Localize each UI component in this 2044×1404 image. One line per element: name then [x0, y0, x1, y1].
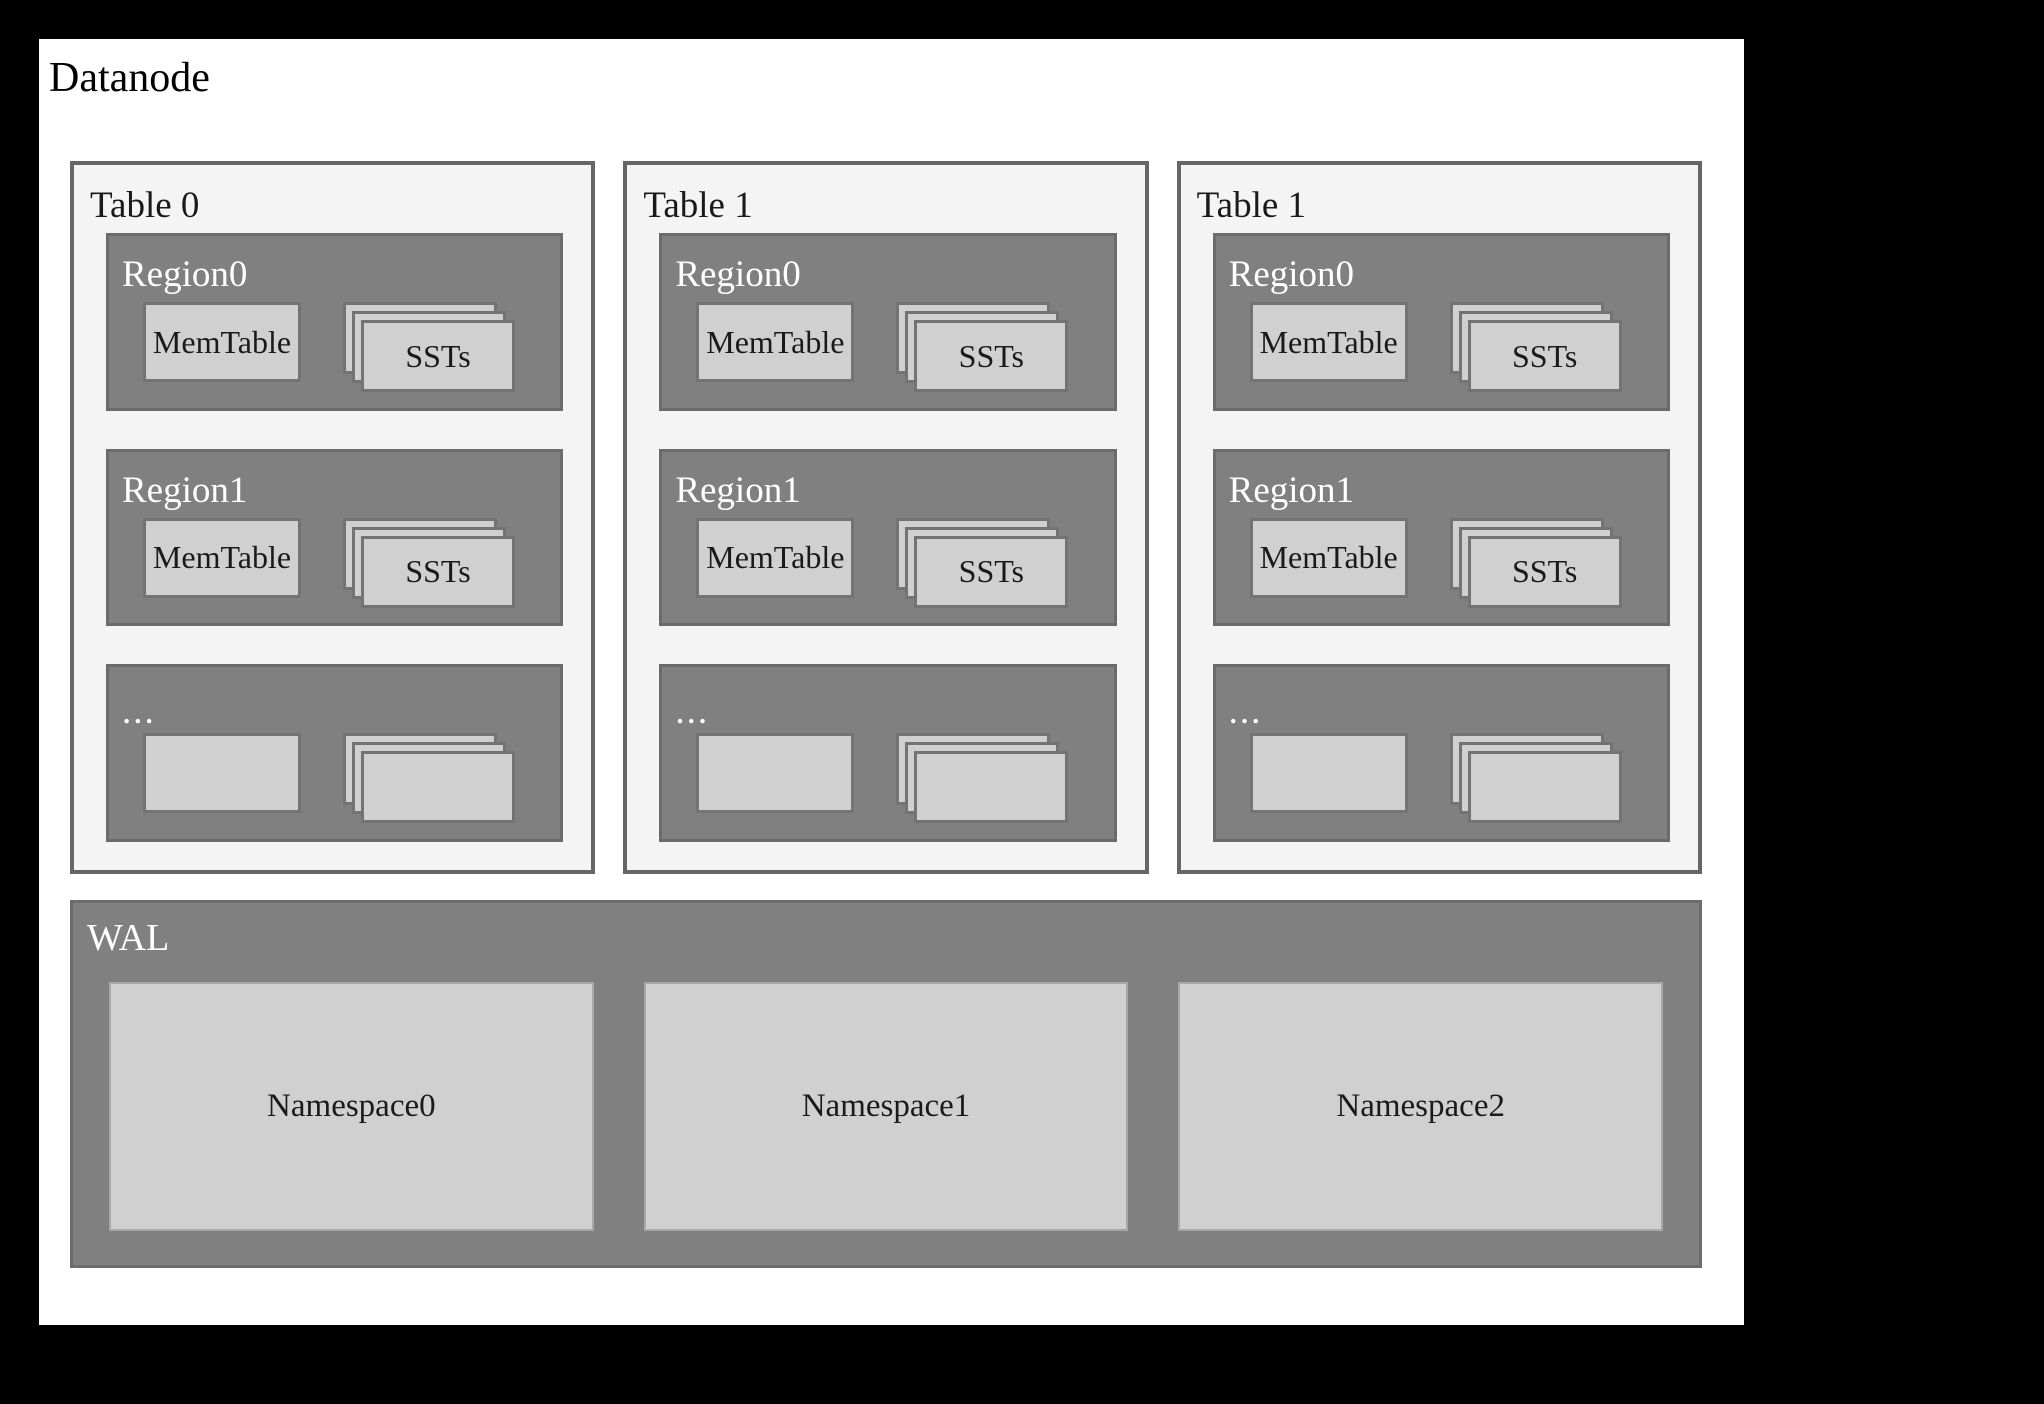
ssts-stack[interactable] — [1449, 733, 1622, 829]
region-label: Region1 — [122, 469, 248, 511]
memtable-box[interactable] — [696, 733, 855, 814]
memtable-box[interactable]: MemTable — [1249, 517, 1408, 598]
table-label: Table 1 — [1196, 185, 1307, 226]
table-container-2[interactable]: Table 1 Region0 MemTable SSTs Region1 — [1176, 161, 1702, 874]
region-container-0[interactable]: Region0 MemTable SSTs — [659, 233, 1117, 411]
page-title: Datanode — [49, 55, 210, 101]
region-container-more[interactable]: ... — [1212, 664, 1670, 843]
region-container-1[interactable]: Region1 MemTable SSTs — [659, 448, 1117, 627]
regions-stack: Region0 MemTable SSTs Region1 MemTable — [659, 233, 1117, 843]
sst-sheet-front — [1467, 751, 1622, 824]
region-contents — [696, 733, 1091, 824]
namespaces-row: Namespace0 Namespace1 Namespace2 — [109, 982, 1664, 1231]
memtable-box[interactable] — [1249, 733, 1408, 814]
region-label: Region0 — [1228, 254, 1355, 295]
tables-row: Table 0 Region0 MemTable SSTs Region1 — [70, 161, 1702, 874]
ssts-stack[interactable] — [343, 733, 515, 829]
namespace-box-0[interactable]: Namespace0 — [109, 982, 594, 1231]
region-contents: MemTable SSTs — [1249, 302, 1645, 392]
region-container-more[interactable]: ... — [659, 664, 1117, 843]
region-contents: MemTable SSTs — [696, 517, 1091, 608]
region-container-1[interactable]: Region1 MemTable SSTs — [106, 448, 564, 627]
table-label: Table 0 — [90, 185, 200, 226]
region-label: Region0 — [122, 254, 248, 295]
sst-sheet-front — [914, 751, 1069, 824]
datanode-panel: Datanode Table 0 Region0 MemTable SSTs — [39, 39, 1744, 1325]
regions-stack: Region0 MemTable SSTs Region1 MemTable — [106, 233, 564, 843]
namespace-box-2[interactable]: Namespace2 — [1178, 982, 1664, 1231]
region-contents — [1249, 733, 1645, 824]
table-label: Table 1 — [643, 185, 753, 226]
sst-sheet-front: SSTs — [1467, 320, 1622, 392]
region-label: Region1 — [1228, 469, 1355, 511]
sst-sheet-front: SSTs — [914, 535, 1069, 608]
memtable-box[interactable] — [143, 733, 301, 814]
region-ellipsis-label: ... — [675, 691, 710, 733]
table-container-0[interactable]: Table 0 Region0 MemTable SSTs Region1 — [70, 161, 596, 874]
region-label: Region1 — [675, 469, 801, 511]
wal-container[interactable]: WAL Namespace0 Namespace1 Namespace2 — [70, 900, 1702, 1268]
region-contents — [143, 733, 538, 824]
sst-sheet-front: SSTs — [914, 320, 1069, 392]
ssts-stack[interactable] — [896, 733, 1069, 829]
namespace-box-1[interactable]: Namespace1 — [643, 982, 1129, 1231]
ssts-stack[interactable]: SSTs — [343, 302, 515, 398]
region-contents: MemTable SSTs — [143, 302, 538, 392]
region-container-0[interactable]: Region0 MemTable SSTs — [106, 233, 564, 411]
table-container-1[interactable]: Table 1 Region0 MemTable SSTs Region1 — [623, 161, 1149, 874]
memtable-box[interactable]: MemTable — [143, 517, 301, 598]
ssts-stack[interactable]: SSTs — [896, 302, 1069, 398]
region-contents: MemTable SSTs — [1249, 517, 1645, 608]
regions-stack: Region0 MemTable SSTs Region1 MemTable — [1212, 233, 1670, 843]
region-container-1[interactable]: Region1 MemTable SSTs — [1212, 448, 1670, 627]
region-container-0[interactable]: Region0 MemTable SSTs — [1212, 233, 1670, 411]
sst-sheet-front: SSTs — [1467, 535, 1622, 608]
sst-sheet-front: SSTs — [361, 535, 515, 608]
region-contents: MemTable SSTs — [696, 302, 1091, 392]
region-container-more[interactable]: ... — [106, 664, 564, 843]
wal-label: WAL — [87, 917, 170, 959]
region-label: Region0 — [675, 254, 801, 295]
ssts-stack[interactable]: SSTs — [1449, 302, 1622, 398]
sst-sheet-front: SSTs — [361, 320, 515, 392]
memtable-box[interactable]: MemTable — [143, 302, 301, 382]
memtable-box[interactable]: MemTable — [696, 302, 855, 382]
region-ellipsis-label: ... — [122, 691, 156, 733]
ssts-stack[interactable]: SSTs — [343, 517, 515, 614]
region-ellipsis-label: ... — [1228, 691, 1263, 733]
sst-sheet-front — [361, 751, 515, 824]
ssts-stack[interactable]: SSTs — [896, 517, 1069, 614]
region-contents: MemTable SSTs — [143, 517, 538, 608]
memtable-box[interactable]: MemTable — [1249, 302, 1408, 382]
ssts-stack[interactable]: SSTs — [1449, 517, 1622, 614]
memtable-box[interactable]: MemTable — [696, 517, 855, 598]
